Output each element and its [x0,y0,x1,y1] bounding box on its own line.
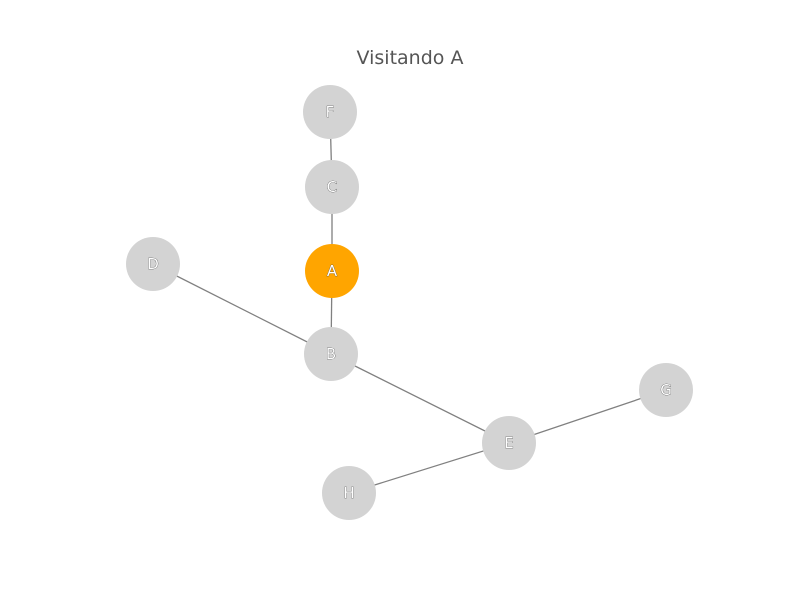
edge-layer [152,111,667,494]
node-label-g: G [660,381,672,399]
node-a: A [305,244,359,298]
node-circle-e [482,416,536,470]
node-circle-h [322,466,376,520]
edge-e-g [508,389,667,444]
node-circle-a [305,244,359,298]
node-d: D [126,237,180,291]
node-f: F [303,85,357,139]
node-label-b: B [326,345,336,363]
node-label-f: F [326,103,335,121]
node-label-a: A [327,262,338,280]
edge-b-e [330,353,510,444]
node-h: H [322,466,376,520]
node-label-h: H [343,484,354,502]
diagram-title: Visitando A [357,47,464,69]
node-c: C [305,160,359,214]
node-label-d: D [147,255,159,273]
node-layer: A B C D E F G H [126,85,693,520]
node-g: G [639,363,693,417]
node-label-c: C [327,178,337,196]
node-e: E [482,416,536,470]
node-circle-b [304,327,358,381]
node-b: B [304,327,358,381]
edge-d-b [152,263,332,355]
edge-e-h [348,442,510,494]
node-circle-g [639,363,693,417]
node-circle-f [303,85,357,139]
node-circle-c [305,160,359,214]
node-circle-d [126,237,180,291]
node-label-e: E [504,434,513,452]
